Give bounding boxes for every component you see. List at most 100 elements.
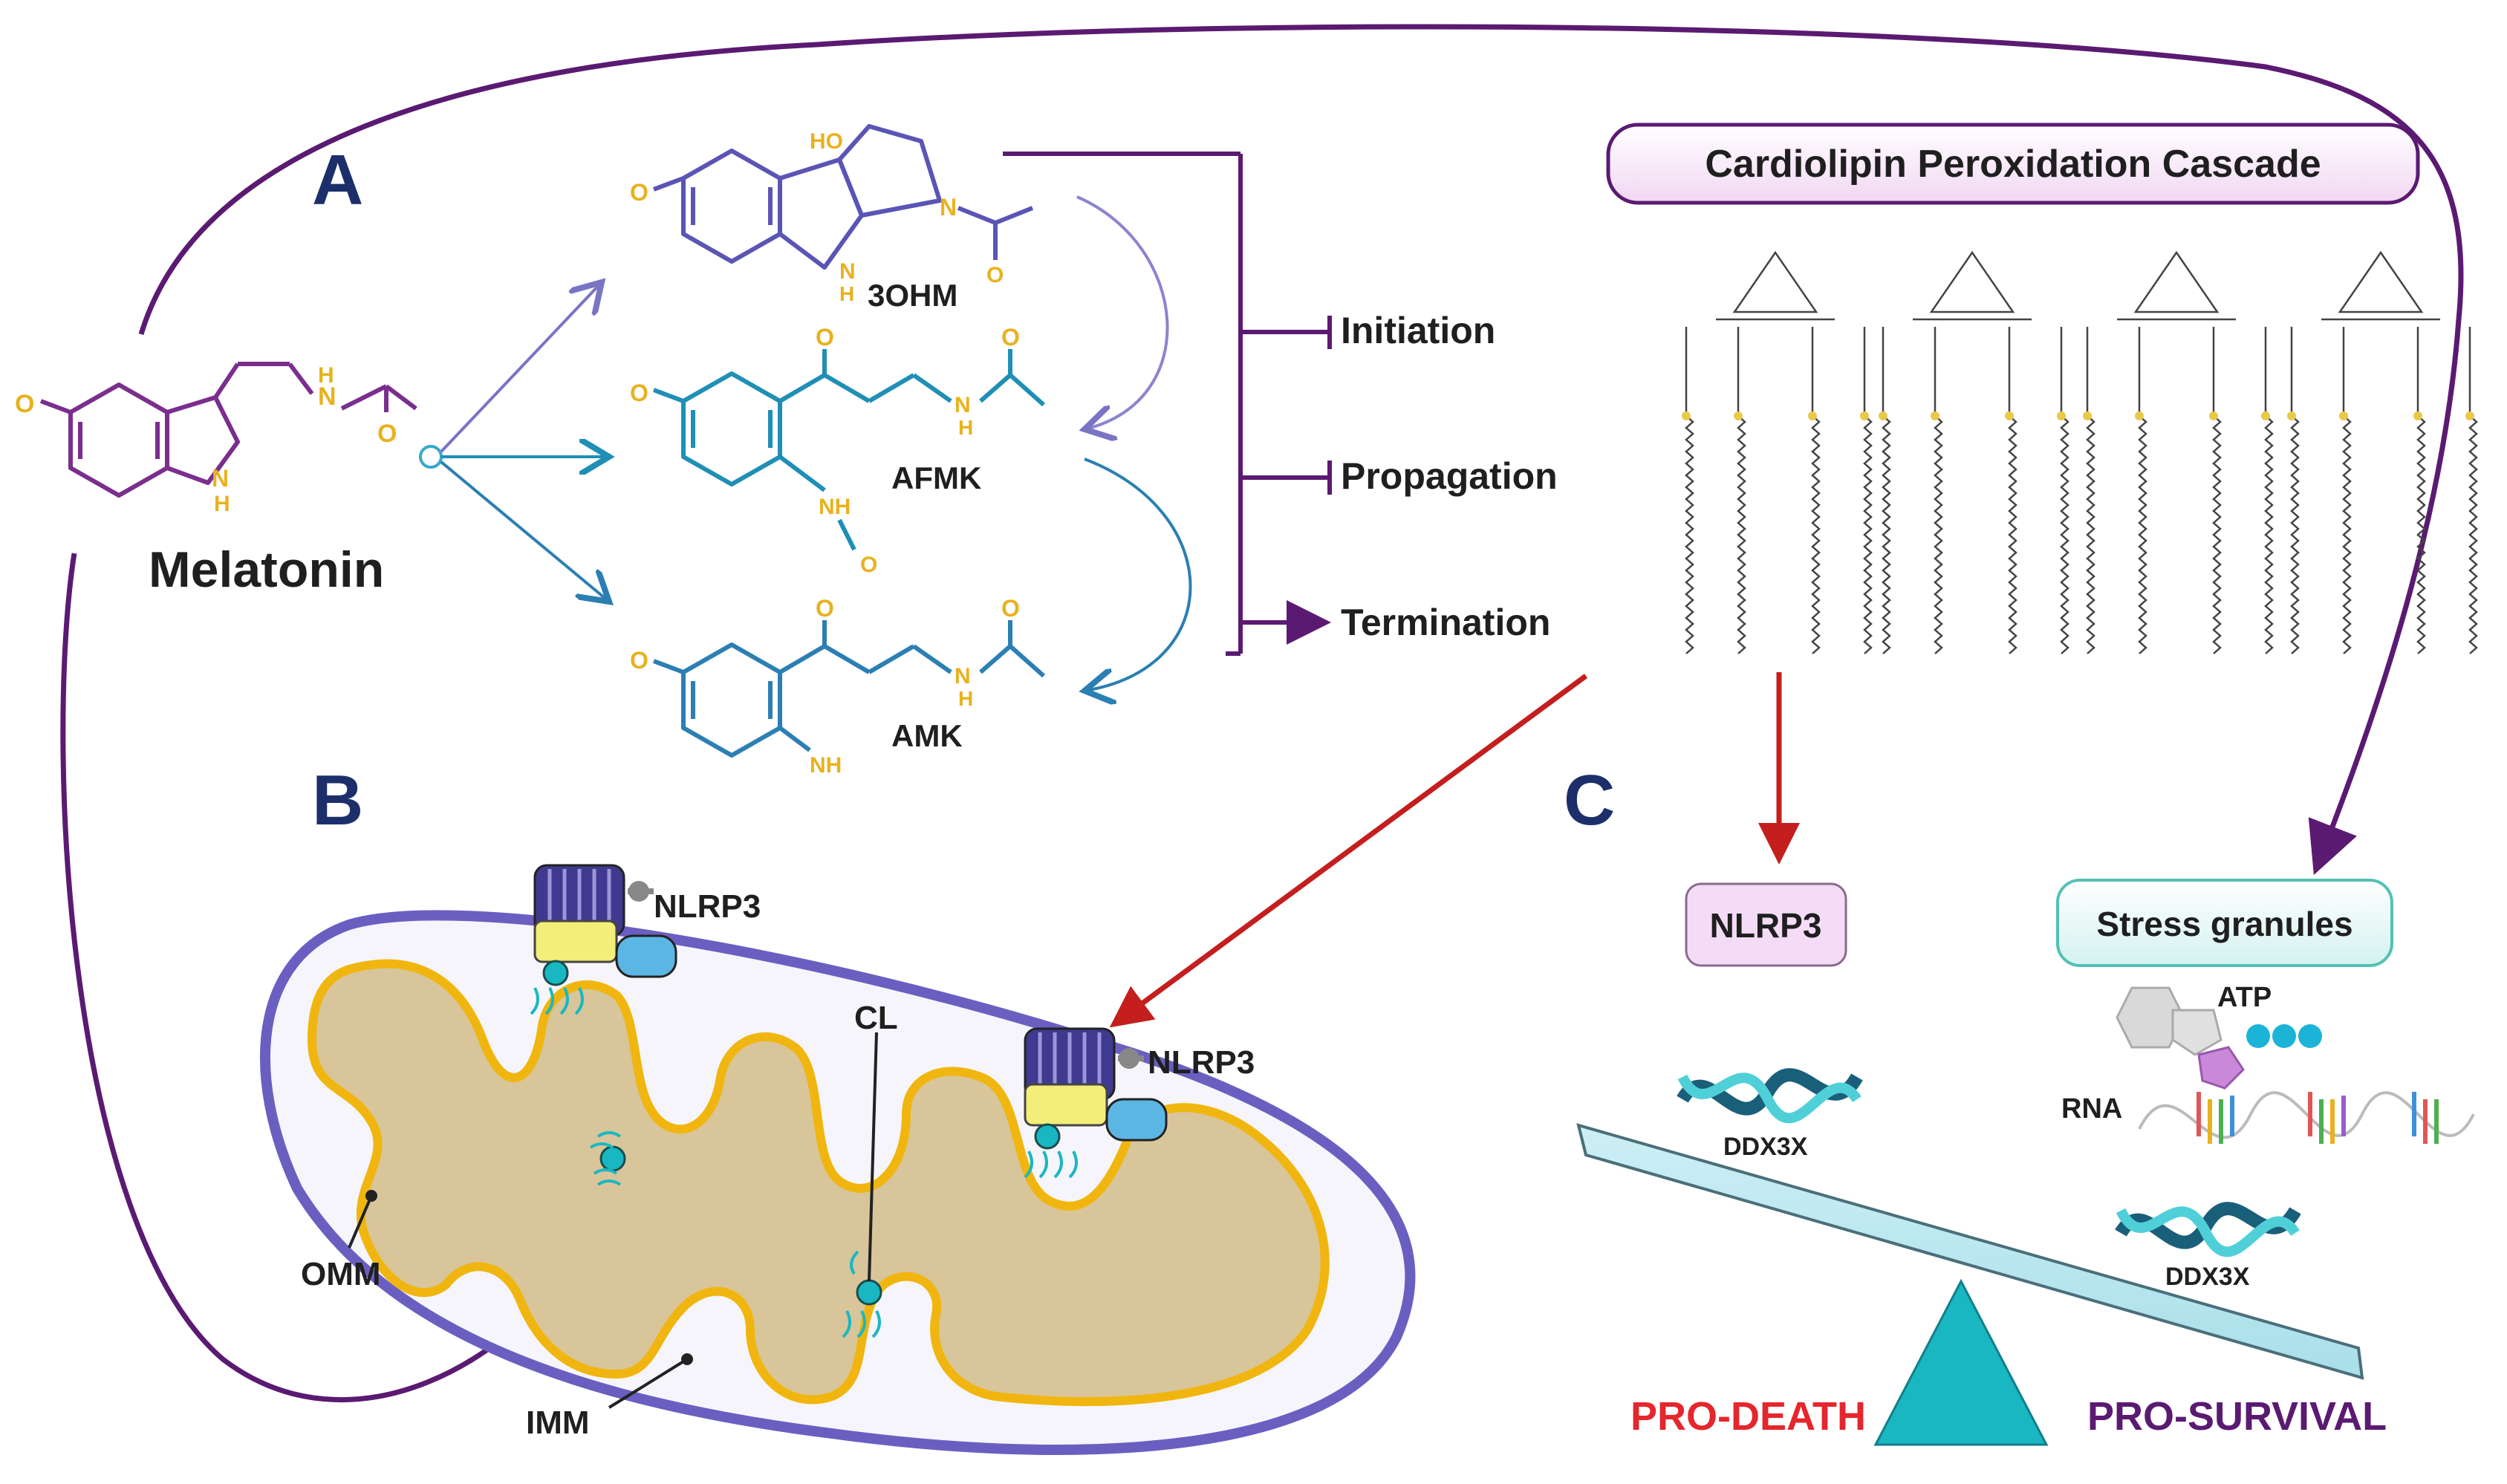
ddx3x-helix-right [2115,1202,2301,1257]
acyl-chain [1934,327,1943,654]
seesaw-beam [1576,1123,2364,1380]
3ohm-h: H [839,282,854,305]
step-propagation: Propagation [1341,455,1558,497]
cascade-title: Cardiolipin Peroxidation Cascade [1705,143,2321,186]
imm-pointer [608,1358,689,1409]
afmk-label: AFMK [891,461,981,495]
outer-loop-arrow [138,24,2464,876]
melatonin-nh: N [212,465,229,492]
arrow-3ohm-to-afmk [1076,195,1169,429]
amk-structure [652,620,1045,758]
panel-label-a: A [312,140,363,220]
amk-o2: O [816,595,834,622]
amk-nh: N [955,664,971,689]
acyl-chain [2086,327,2095,654]
cardiolipin-headgroup [1913,250,2032,321]
ester-oxygen [2413,411,2422,420]
stress-granules-label: Stress granules [2096,905,2352,943]
nlrp3-top-label: NLRP3 [654,888,761,925]
afmk-o4: O [860,553,877,577]
cl-label: CL [854,1000,898,1036]
rna-strand [2138,1091,2475,1144]
acyl-chain [2060,327,2069,654]
ester-oxygen [2135,411,2144,420]
amk-o3: O [1001,595,1020,622]
ester-oxygen [1682,411,1691,420]
ester-oxygen [2209,411,2218,420]
melatonin-n1: N [318,383,336,411]
acyl-chain [2138,327,2147,654]
melatonin-h2: H [214,492,230,516]
3ohm-o: O [630,179,648,206]
pro-survival-label: PRO-SURVIVAL [2087,1394,2387,1439]
cardiolipin-headgroup [2321,250,2440,321]
afmk-h: H [958,416,973,439]
nlrp3-right-label: NLRP3 [1148,1044,1255,1081]
ester-oxygen [2057,411,2066,420]
ester-oxygen [2465,411,2474,420]
melatonin-o2: O [377,420,397,448]
omm-pointer [348,1195,373,1249]
ester-oxygen [1931,411,1939,420]
afmk-o3: O [1001,324,1020,351]
acyl-chain [2290,327,2300,654]
cardiolipin-molecules [1682,250,2478,654]
afmk-structure [652,349,1045,551]
acyl-chain [1737,327,1746,654]
acyl-chain [1685,327,1694,654]
acyl-chain [1882,327,1891,654]
nlrp3-box-label: NLRP3 [1710,906,1822,945]
amk-label: AMK [891,718,963,753]
acyl-chain [2416,327,2426,654]
ester-oxygen [2005,411,2014,420]
mitochondrion [259,910,1416,1456]
afmk-nh: N [955,393,971,417]
ester-oxygen [1734,411,1743,420]
cl-cluster-left [589,1131,626,1186]
3ohm-n: N [940,194,957,221]
melatonin-structure [39,362,417,498]
seesaw-fulcrum [1873,1278,2049,1446]
3ohm-o2: O [986,263,1004,287]
amk-nh2: NH [810,753,842,778]
amk-o: O [630,647,648,674]
acyl-chain [2468,327,2478,654]
afmk-o2: O [816,324,834,351]
acyl-chain [2342,327,2352,654]
branch-hub [419,445,443,469]
panel-label-c: C [1564,761,1615,840]
melatonin-label: Melatonin [149,541,384,598]
ddx3x-right-label: DDX3X [2165,1263,2250,1291]
ester-oxygen [1860,411,1869,420]
ester-oxygen [1808,411,1817,420]
step-initiation: Initiation [1341,310,1495,351]
acyl-chain [1863,327,1873,654]
inner-membrane [307,959,1330,1407]
ester-oxygen [2261,411,2270,420]
melatonin-h1: H [318,363,334,388]
3ohm-nh: N [839,259,856,284]
stress-granules-box [2056,879,2393,967]
ester-oxygen [2083,411,2092,420]
cardiolipin-headgroup [2117,250,2236,321]
melatonin-o: O [15,390,34,418]
cascade-title-box [1606,123,2420,205]
step-termination: Termination [1341,602,1550,643]
imm-label: IMM [526,1405,590,1441]
3ohm-ho: HO [810,129,843,154]
acyl-chain [2008,327,2017,654]
amk-h: H [958,687,973,710]
arrow-to-amk [440,461,609,602]
melatonin-to-cl-arrow [60,553,599,1403]
nlrp3-complex-top [530,864,677,1015]
pro-death-label: PRO-DEATH [1630,1394,1866,1439]
atp-label: ATP [2217,982,2272,1013]
3ohm-structure [652,124,1034,270]
acyl-chain [2212,327,2222,654]
cardiolipin-headgroup [1716,250,1835,321]
rna-label: RNA [2061,1093,2122,1125]
panel-label-b: B [312,761,363,840]
ester-oxygen [2339,411,2348,420]
omm-label: OMM [301,1256,381,1292]
afmk-o: O [630,380,648,406]
